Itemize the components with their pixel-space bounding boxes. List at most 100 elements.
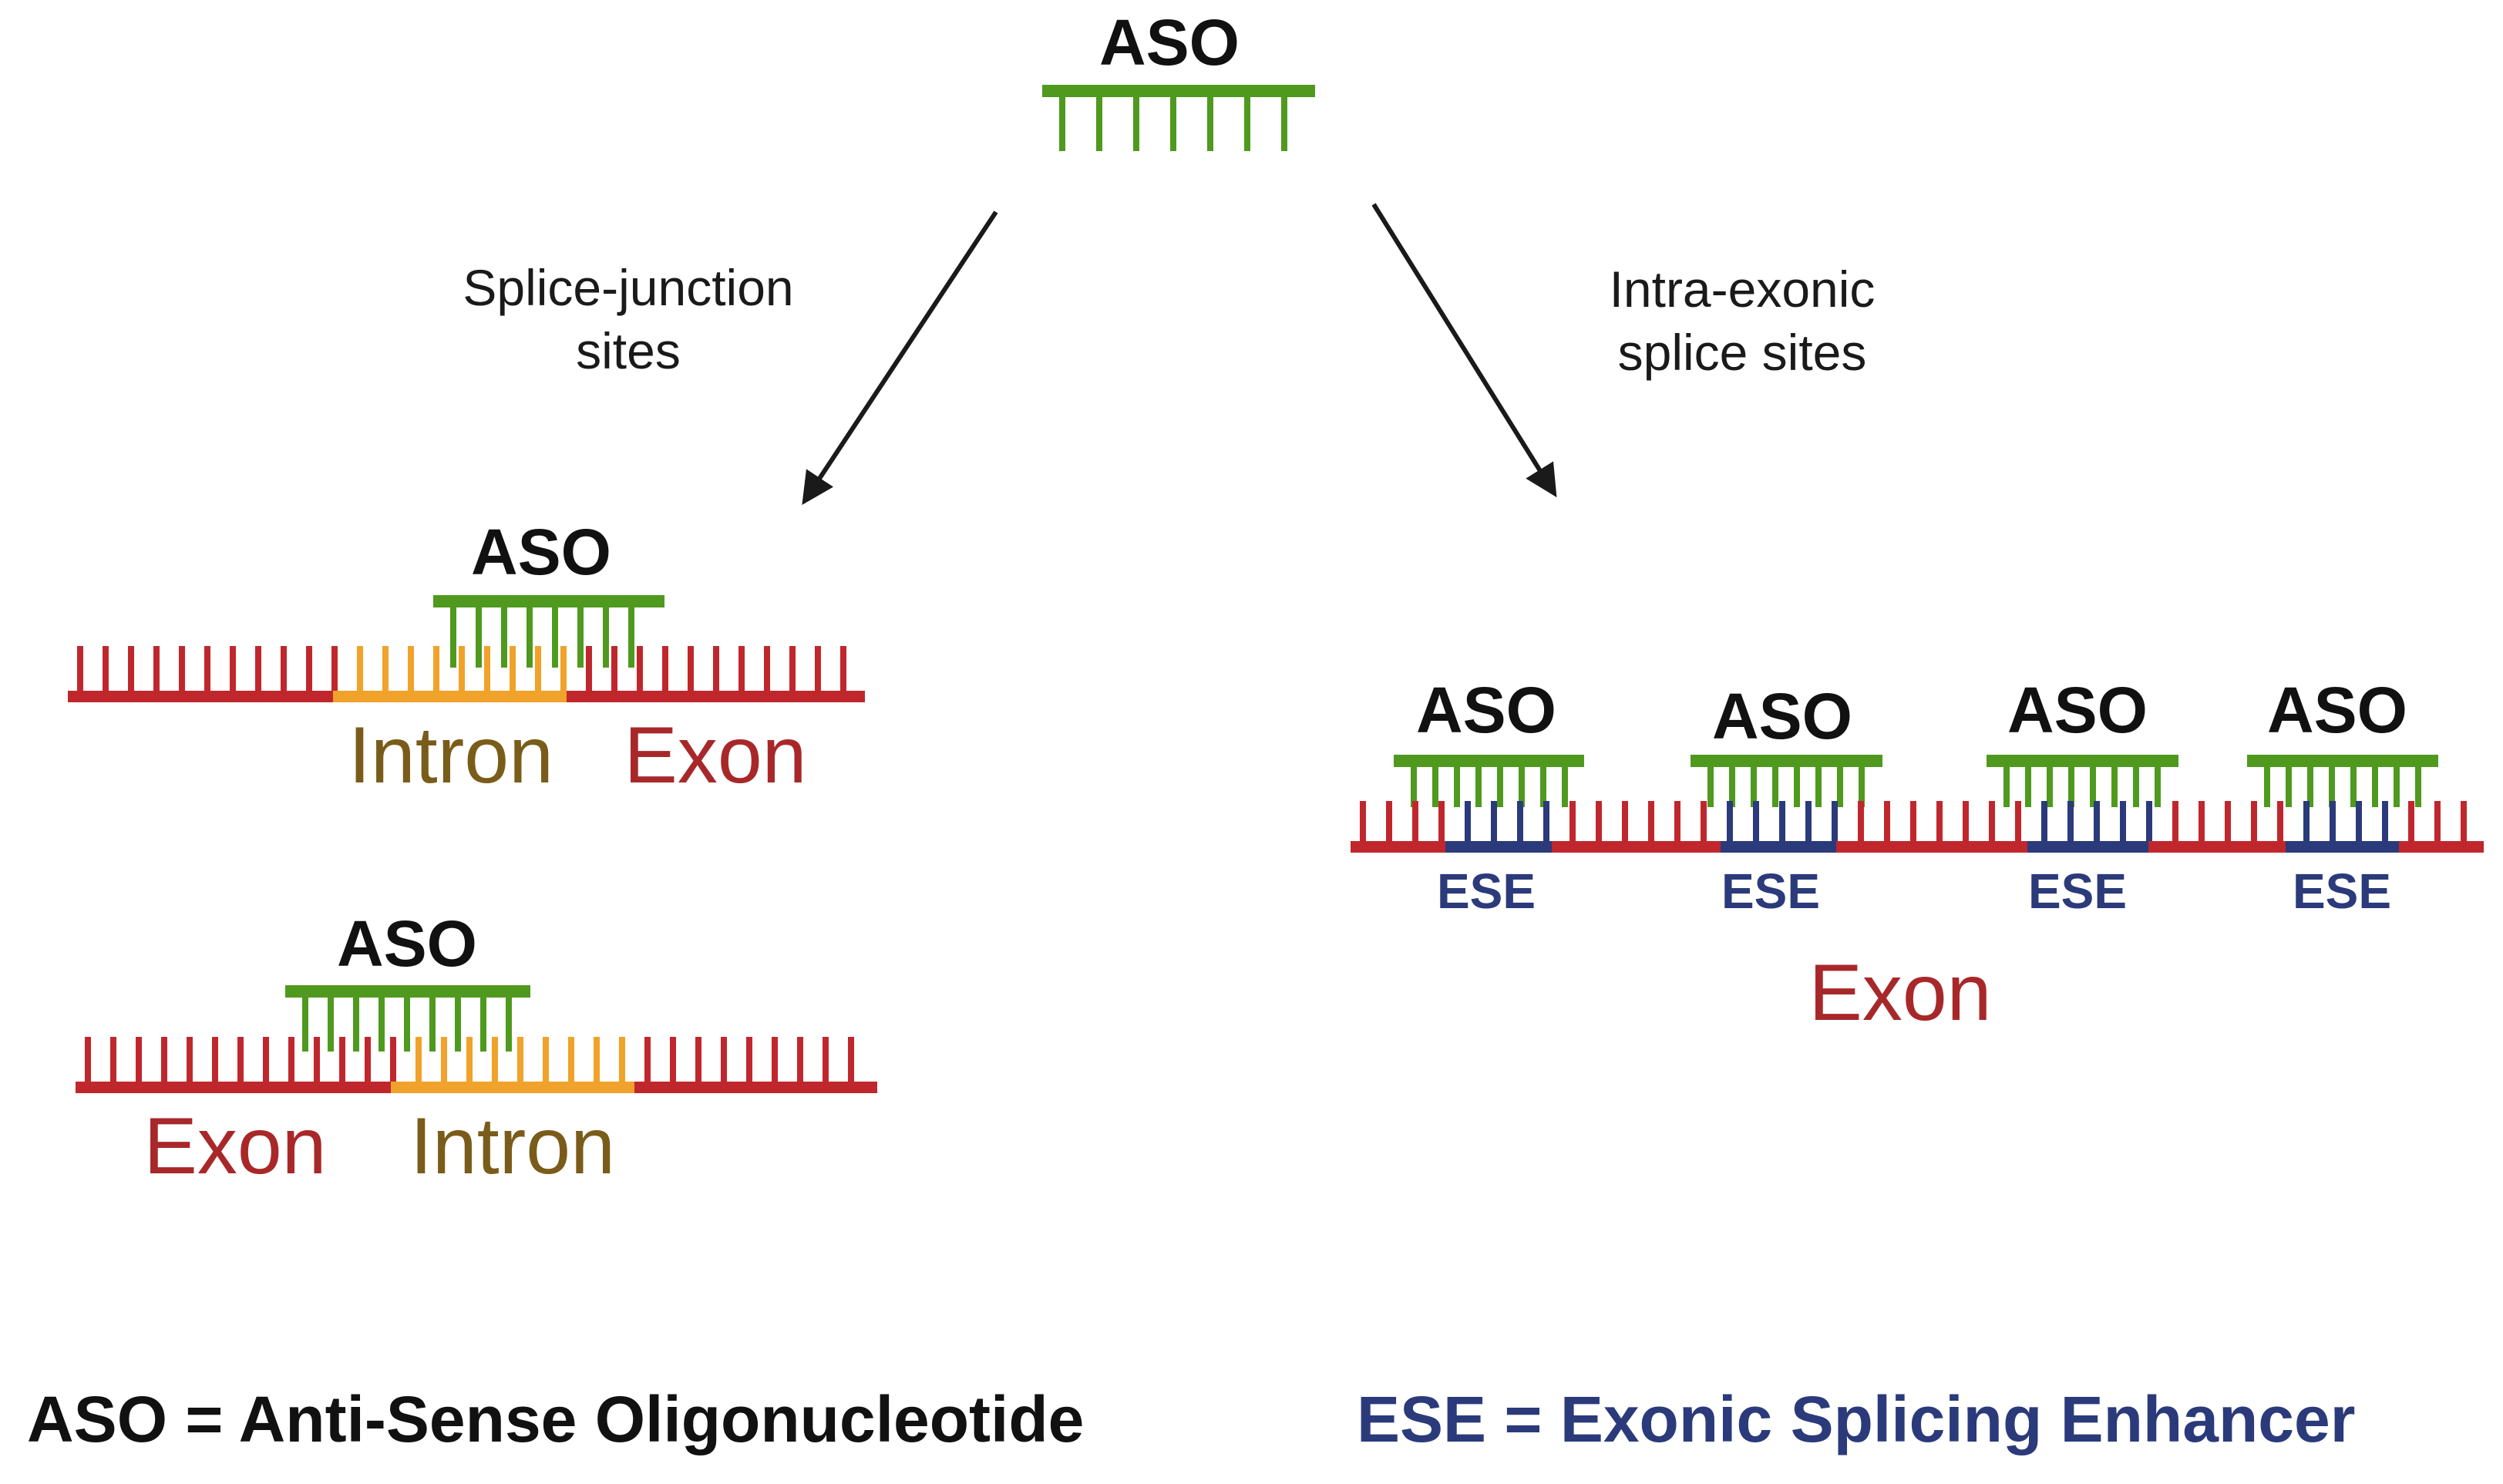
rna-backbone bbox=[634, 1082, 877, 1093]
rna-tooth bbox=[637, 646, 643, 691]
aso-tooth bbox=[2155, 767, 2161, 807]
rna-tooth bbox=[492, 1037, 498, 1082]
legend-aso: ASO = Anti-Sense Oligonucleotide bbox=[27, 1383, 1084, 1455]
aso-tooth bbox=[1059, 97, 1065, 151]
rna-backbone bbox=[1351, 841, 1445, 853]
aso-tooth bbox=[1540, 767, 1546, 807]
junction2-exon-label: Exon bbox=[143, 1102, 326, 1191]
aso-tooth bbox=[2111, 767, 2118, 807]
rna-tooth bbox=[1884, 801, 1890, 841]
rna-backbone bbox=[2027, 841, 2148, 853]
arrow-down-left-icon bbox=[802, 210, 998, 506]
rna-tooth bbox=[1832, 801, 1838, 841]
rna-tooth bbox=[204, 646, 210, 691]
rna-tooth bbox=[212, 1037, 218, 1082]
ese1-aso-label: ASO bbox=[1416, 674, 1556, 746]
aso-tooth bbox=[2350, 767, 2357, 807]
rna-tooth bbox=[1701, 801, 1707, 841]
rna-tooth bbox=[2015, 801, 2021, 841]
rna-tooth bbox=[789, 646, 796, 691]
rna-tooth bbox=[1727, 801, 1733, 841]
rna-backbone bbox=[333, 691, 567, 702]
rna-tooth bbox=[535, 646, 541, 691]
aso-tooth bbox=[2394, 767, 2400, 807]
rna-tooth bbox=[594, 1037, 600, 1082]
rna-tooth bbox=[1674, 801, 1680, 841]
aso-tooth bbox=[1729, 767, 1735, 807]
rna-tooth bbox=[1360, 801, 1366, 841]
rna-tooth bbox=[2461, 801, 2467, 841]
aso-tooth bbox=[1133, 97, 1139, 151]
aso-tooth bbox=[1475, 767, 1482, 807]
aso-tooth bbox=[1815, 767, 1822, 807]
rna-tooth bbox=[815, 646, 821, 691]
rna-tooth bbox=[2225, 801, 2231, 841]
rna-tooth bbox=[2067, 801, 2074, 841]
rna-tooth bbox=[1936, 801, 1943, 841]
rna-backbone bbox=[2286, 841, 2399, 853]
rna-tooth bbox=[2356, 801, 2362, 841]
rna-tooth bbox=[2094, 801, 2100, 841]
rna-backbone bbox=[2148, 841, 2286, 853]
aso-tooth bbox=[1454, 767, 1460, 807]
aso-tooth bbox=[2068, 767, 2074, 807]
ese3-aso-label: ASO bbox=[2007, 674, 2148, 746]
rna-tooth bbox=[1438, 801, 1445, 841]
aso-backbone bbox=[1987, 755, 2178, 767]
rna-tooth bbox=[77, 646, 83, 691]
rna-tooth bbox=[408, 646, 414, 691]
aso-tooth bbox=[302, 998, 308, 1052]
aso-tooth bbox=[2090, 767, 2096, 807]
aso-tooth bbox=[506, 998, 512, 1052]
rna-tooth bbox=[85, 1037, 91, 1082]
rna-tooth bbox=[746, 1037, 752, 1082]
rna-tooth bbox=[772, 1037, 778, 1082]
aso-tooth bbox=[1207, 97, 1213, 151]
aso-tooth bbox=[552, 607, 558, 668]
rna-tooth bbox=[688, 646, 694, 691]
aso-tooth bbox=[455, 998, 461, 1052]
ese4-label: ESE bbox=[2293, 863, 2391, 919]
rna-tooth bbox=[281, 646, 287, 691]
rna-tooth bbox=[586, 646, 592, 691]
rna-tooth bbox=[1517, 801, 1523, 841]
aso-backbone bbox=[1394, 755, 1584, 767]
aso-tooth bbox=[603, 607, 609, 668]
rna-tooth bbox=[263, 1037, 269, 1082]
rna-tooth bbox=[153, 646, 160, 691]
rna-tooth bbox=[339, 1037, 345, 1082]
aso-tooth bbox=[476, 607, 482, 668]
aso-backbone bbox=[1042, 85, 1315, 97]
rna-tooth bbox=[764, 646, 770, 691]
rna-tooth bbox=[187, 1037, 193, 1082]
rna-tooth bbox=[110, 1037, 116, 1082]
rna-tooth bbox=[237, 1037, 244, 1082]
rna-tooth bbox=[2330, 801, 2336, 841]
rna-tooth bbox=[848, 1037, 854, 1082]
aso-tooth bbox=[1751, 767, 1757, 807]
rna-tooth bbox=[441, 1037, 447, 1082]
aso-tooth bbox=[2329, 767, 2335, 807]
legend-ese: ESE = Exonic Splicing Enhancer bbox=[1357, 1383, 2355, 1455]
rna-tooth bbox=[619, 1037, 625, 1082]
aso-tooth bbox=[1772, 767, 1778, 807]
rna-tooth bbox=[1779, 801, 1785, 841]
aso-tooth bbox=[1281, 97, 1287, 151]
rna-tooth bbox=[1543, 801, 1549, 841]
rna-tooth bbox=[1963, 801, 1969, 841]
rna-tooth bbox=[365, 1037, 371, 1082]
rna-tooth bbox=[1622, 801, 1628, 841]
aso-tooth bbox=[353, 998, 359, 1052]
rna-backbone bbox=[1552, 841, 1721, 853]
junction2-aso-label: ASO bbox=[337, 907, 477, 980]
rna-tooth bbox=[1491, 801, 1497, 841]
ese1-label: ESE bbox=[1437, 863, 1536, 919]
rna-tooth bbox=[543, 1037, 549, 1082]
rna-tooth bbox=[1465, 801, 1471, 841]
rna-tooth bbox=[2434, 801, 2441, 841]
aso-tooth bbox=[1837, 767, 1843, 807]
aso-tooth bbox=[2025, 767, 2031, 807]
rna-tooth bbox=[797, 1037, 803, 1082]
aso-tooth bbox=[1170, 97, 1176, 151]
